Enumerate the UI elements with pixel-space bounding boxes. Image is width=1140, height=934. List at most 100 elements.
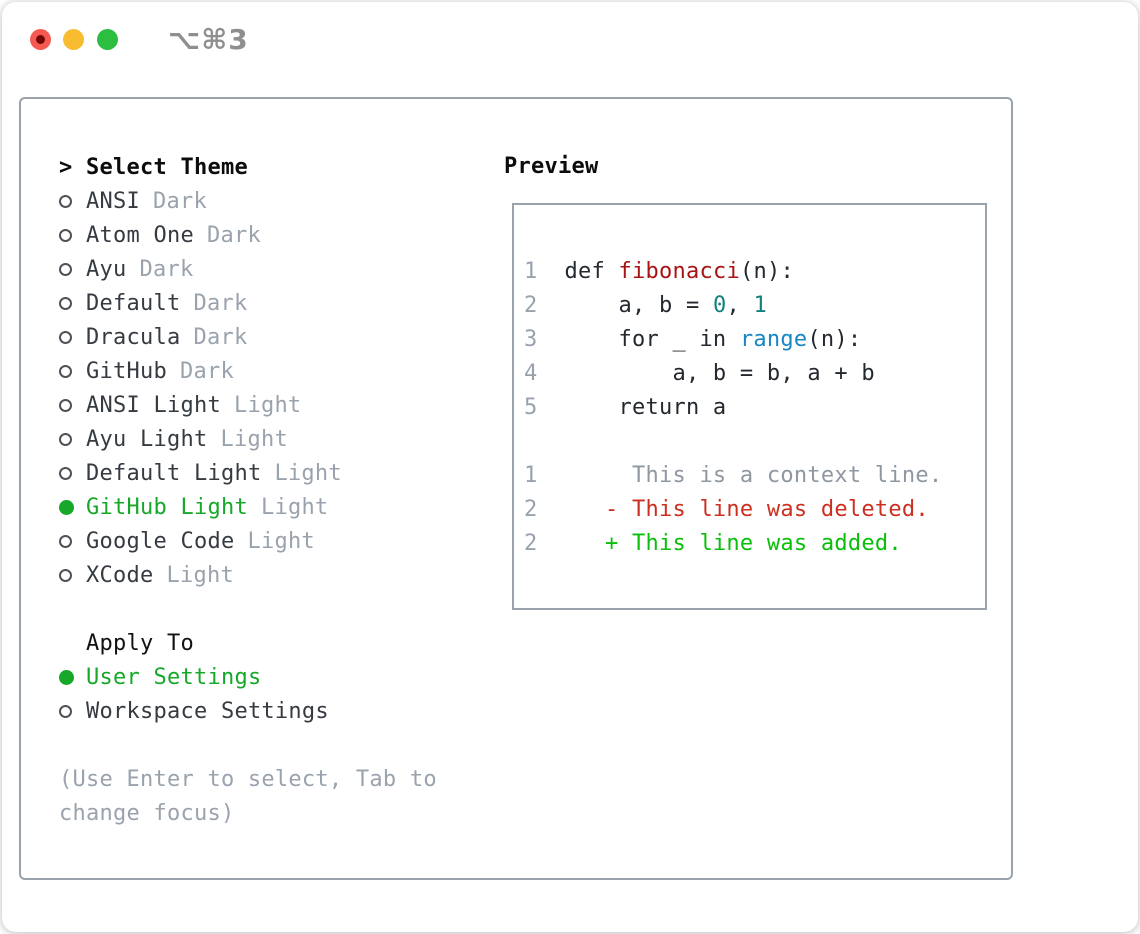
theme-variant: Light <box>260 494 329 520</box>
line-number: 2 <box>524 497 538 522</box>
theme-option-dracula[interactable]: Dracula Dark <box>59 320 437 354</box>
window-title: ⌥⌘3 <box>168 23 249 56</box>
theme-variant: Dark <box>152 188 207 214</box>
theme-variant: Dark <box>206 222 261 248</box>
theme-name: Ayu Light <box>86 426 208 452</box>
apply-option-workspace-settings[interactable]: Workspace Settings <box>59 694 437 728</box>
code-segment-code: def <box>537 259 619 284</box>
radio-icon <box>59 194 72 208</box>
theme-option-xcode[interactable]: XCode Light <box>59 558 437 592</box>
preview-line: 2 a, b = 0, 1 <box>524 289 985 323</box>
focus-caret: > <box>59 154 73 180</box>
theme-option-ayu[interactable]: Ayu Dark <box>59 252 437 286</box>
theme-option-github[interactable]: GitHub Dark <box>59 354 437 388</box>
theme-name: Dracula <box>86 324 181 350</box>
radio-icon <box>59 466 72 480</box>
radio-icon <box>59 228 72 242</box>
minimize-button[interactable] <box>63 29 84 50</box>
select-theme-header: > Select Theme <box>59 150 437 184</box>
theme-name: Default Light <box>86 460 262 486</box>
theme-variant: Dark <box>139 256 194 282</box>
help-text-line-1: (Use Enter to select, Tab to <box>59 766 437 792</box>
line-number: 2 <box>524 293 538 318</box>
code-segment-del: - This line was deleted. <box>537 497 929 522</box>
line-number: 3 <box>524 327 538 352</box>
titlebar: ⌥⌘3 <box>2 2 1138 77</box>
theme-variant: Dark <box>193 324 248 350</box>
select-theme-title: Select Theme <box>86 154 248 180</box>
theme-variant: Light <box>166 562 234 588</box>
line-number: 2 <box>524 531 538 556</box>
code-segment-code: (n): <box>739 259 794 284</box>
code-segment-code: return a <box>537 395 727 420</box>
theme-variant: Light <box>233 392 302 418</box>
code-segment-func: fibonacci <box>618 259 740 284</box>
line-number: 1 <box>524 463 538 488</box>
theme-option-default-light[interactable]: Default Light Light <box>59 456 437 490</box>
theme-name: XCode <box>86 562 154 588</box>
code-segment-code: (n): <box>807 327 862 352</box>
line-number: 5 <box>524 395 538 420</box>
preview-line: 3 for _ in range(n): <box>524 323 985 357</box>
theme-name: Ayu <box>86 256 127 282</box>
line-number: 4 <box>524 361 538 386</box>
radio-icon <box>59 296 72 310</box>
theme-option-default[interactable]: Default Dark <box>59 286 437 320</box>
spacer <box>59 728 437 762</box>
code-segment-code: a, b = <box>537 293 713 318</box>
preview-line <box>524 425 985 459</box>
theme-name: ANSI Light <box>86 392 221 418</box>
theme-variant: Light <box>274 460 342 486</box>
theme-name: Atom One <box>86 222 194 248</box>
radio-icon <box>59 330 72 344</box>
line-number: 1 <box>524 259 538 284</box>
help-text-line-2: change focus) <box>59 800 235 826</box>
preview-line: 2 - This line was deleted. <box>524 493 985 527</box>
theme-option-github-light[interactable]: GitHub Light Light <box>59 490 437 524</box>
theme-variant: Dark <box>193 290 248 316</box>
spacer <box>59 592 437 626</box>
theme-option-ansi-light[interactable]: ANSI Light Light <box>59 388 437 422</box>
radio-icon <box>59 432 72 446</box>
theme-name: GitHub <box>86 358 167 384</box>
preview-line: 1 def fibonacci(n): <box>524 255 985 289</box>
code-segment-code: for _ in <box>537 327 740 352</box>
theme-name: ANSI <box>86 188 140 214</box>
theme-name: Default <box>86 290 181 316</box>
code-segment-builtin: range <box>739 327 808 352</box>
theme-option-atom-one[interactable]: Atom One Dark <box>59 218 437 252</box>
theme-name: Google Code <box>86 528 235 554</box>
apply-to-title: Apply To <box>86 630 194 656</box>
theme-variant: Light <box>220 426 288 452</box>
theme-name: GitHub Light <box>86 494 248 520</box>
theme-option-ansi[interactable]: ANSI Dark <box>59 184 437 218</box>
preview-line: 4 a, b = b, a + b <box>524 357 985 391</box>
theme-option-ayu-light[interactable]: Ayu Light Light <box>59 422 437 456</box>
code-segment-ctx: This is a context line. <box>537 463 943 488</box>
preview-line: 2 + This line was added. <box>524 527 985 561</box>
apply-to-header: Apply To <box>59 626 437 660</box>
theme-variant: Light <box>247 528 315 554</box>
code-segment-num: 1 <box>753 293 767 318</box>
code-segment-code: a, b = b, a + b <box>537 361 875 386</box>
apply-option-label: User Settings <box>86 664 262 690</box>
radio-icon <box>59 398 72 412</box>
theme-option-google-code[interactable]: Google Code Light <box>59 524 437 558</box>
close-button[interactable] <box>30 29 51 50</box>
preview-line: 5 return a <box>524 391 985 425</box>
zoom-button[interactable] <box>97 29 118 50</box>
radio-icon <box>59 704 72 718</box>
radio-icon <box>59 364 72 378</box>
code-segment-code: , <box>726 293 754 318</box>
apply-option-user-settings[interactable]: User Settings <box>59 660 437 694</box>
theme-variant: Dark <box>179 358 234 384</box>
apply-option-label: Workspace Settings <box>86 698 329 724</box>
radio-icon <box>59 534 72 548</box>
radio-icon <box>59 669 74 685</box>
